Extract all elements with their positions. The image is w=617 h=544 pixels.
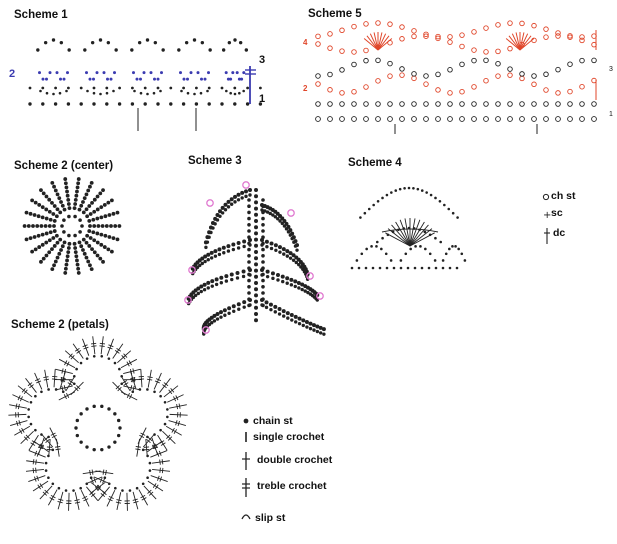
scheme3-diagram (184, 181, 326, 336)
legend-symbols: + (241, 193, 551, 520)
scheme4-title: Scheme 4 (348, 157, 402, 169)
scheme2-center-title: Scheme 2 (center) (14, 160, 114, 172)
scheme2-petals-title: Scheme 2 (petals) (11, 319, 109, 331)
scheme1-diagram (28, 38, 263, 131)
scheme5-row-3-label: 3 (609, 66, 613, 73)
scheme5-row-2-label: 2 (303, 84, 308, 93)
scheme2-center-diagram (22, 177, 122, 275)
legend-slip-st: slip st (255, 512, 286, 524)
scheme4-diagram (350, 186, 467, 270)
legend-chain-st: chain st (253, 415, 293, 427)
scheme1-row-2-label: 2 (9, 68, 16, 80)
scheme5-row-1-label: 1 (609, 111, 613, 118)
scheme1-row-1-label: 1 (259, 93, 266, 105)
scheme1-row-3-label: 3 (259, 54, 266, 66)
legend-treble-crochet: treble crochet (257, 480, 327, 492)
scheme1-title: Scheme 1 (14, 9, 68, 21)
legend-right-dc: dc (553, 227, 566, 239)
legend-right-ch-st: ch st (551, 190, 576, 202)
legend-double-crochet: double crochet (257, 454, 333, 466)
svg-text:+: + (543, 210, 551, 221)
legend-single-crochet: single crochet (253, 431, 325, 443)
scheme5-diagram (315, 20, 597, 134)
scheme5-row-4-label: 4 (303, 38, 308, 47)
scheme2-petals-diagram (8, 336, 188, 511)
scheme3-title: Scheme 3 (188, 155, 242, 167)
scheme5-title: Scheme 5 (308, 8, 362, 20)
legend-right-sc: sc (551, 207, 563, 219)
